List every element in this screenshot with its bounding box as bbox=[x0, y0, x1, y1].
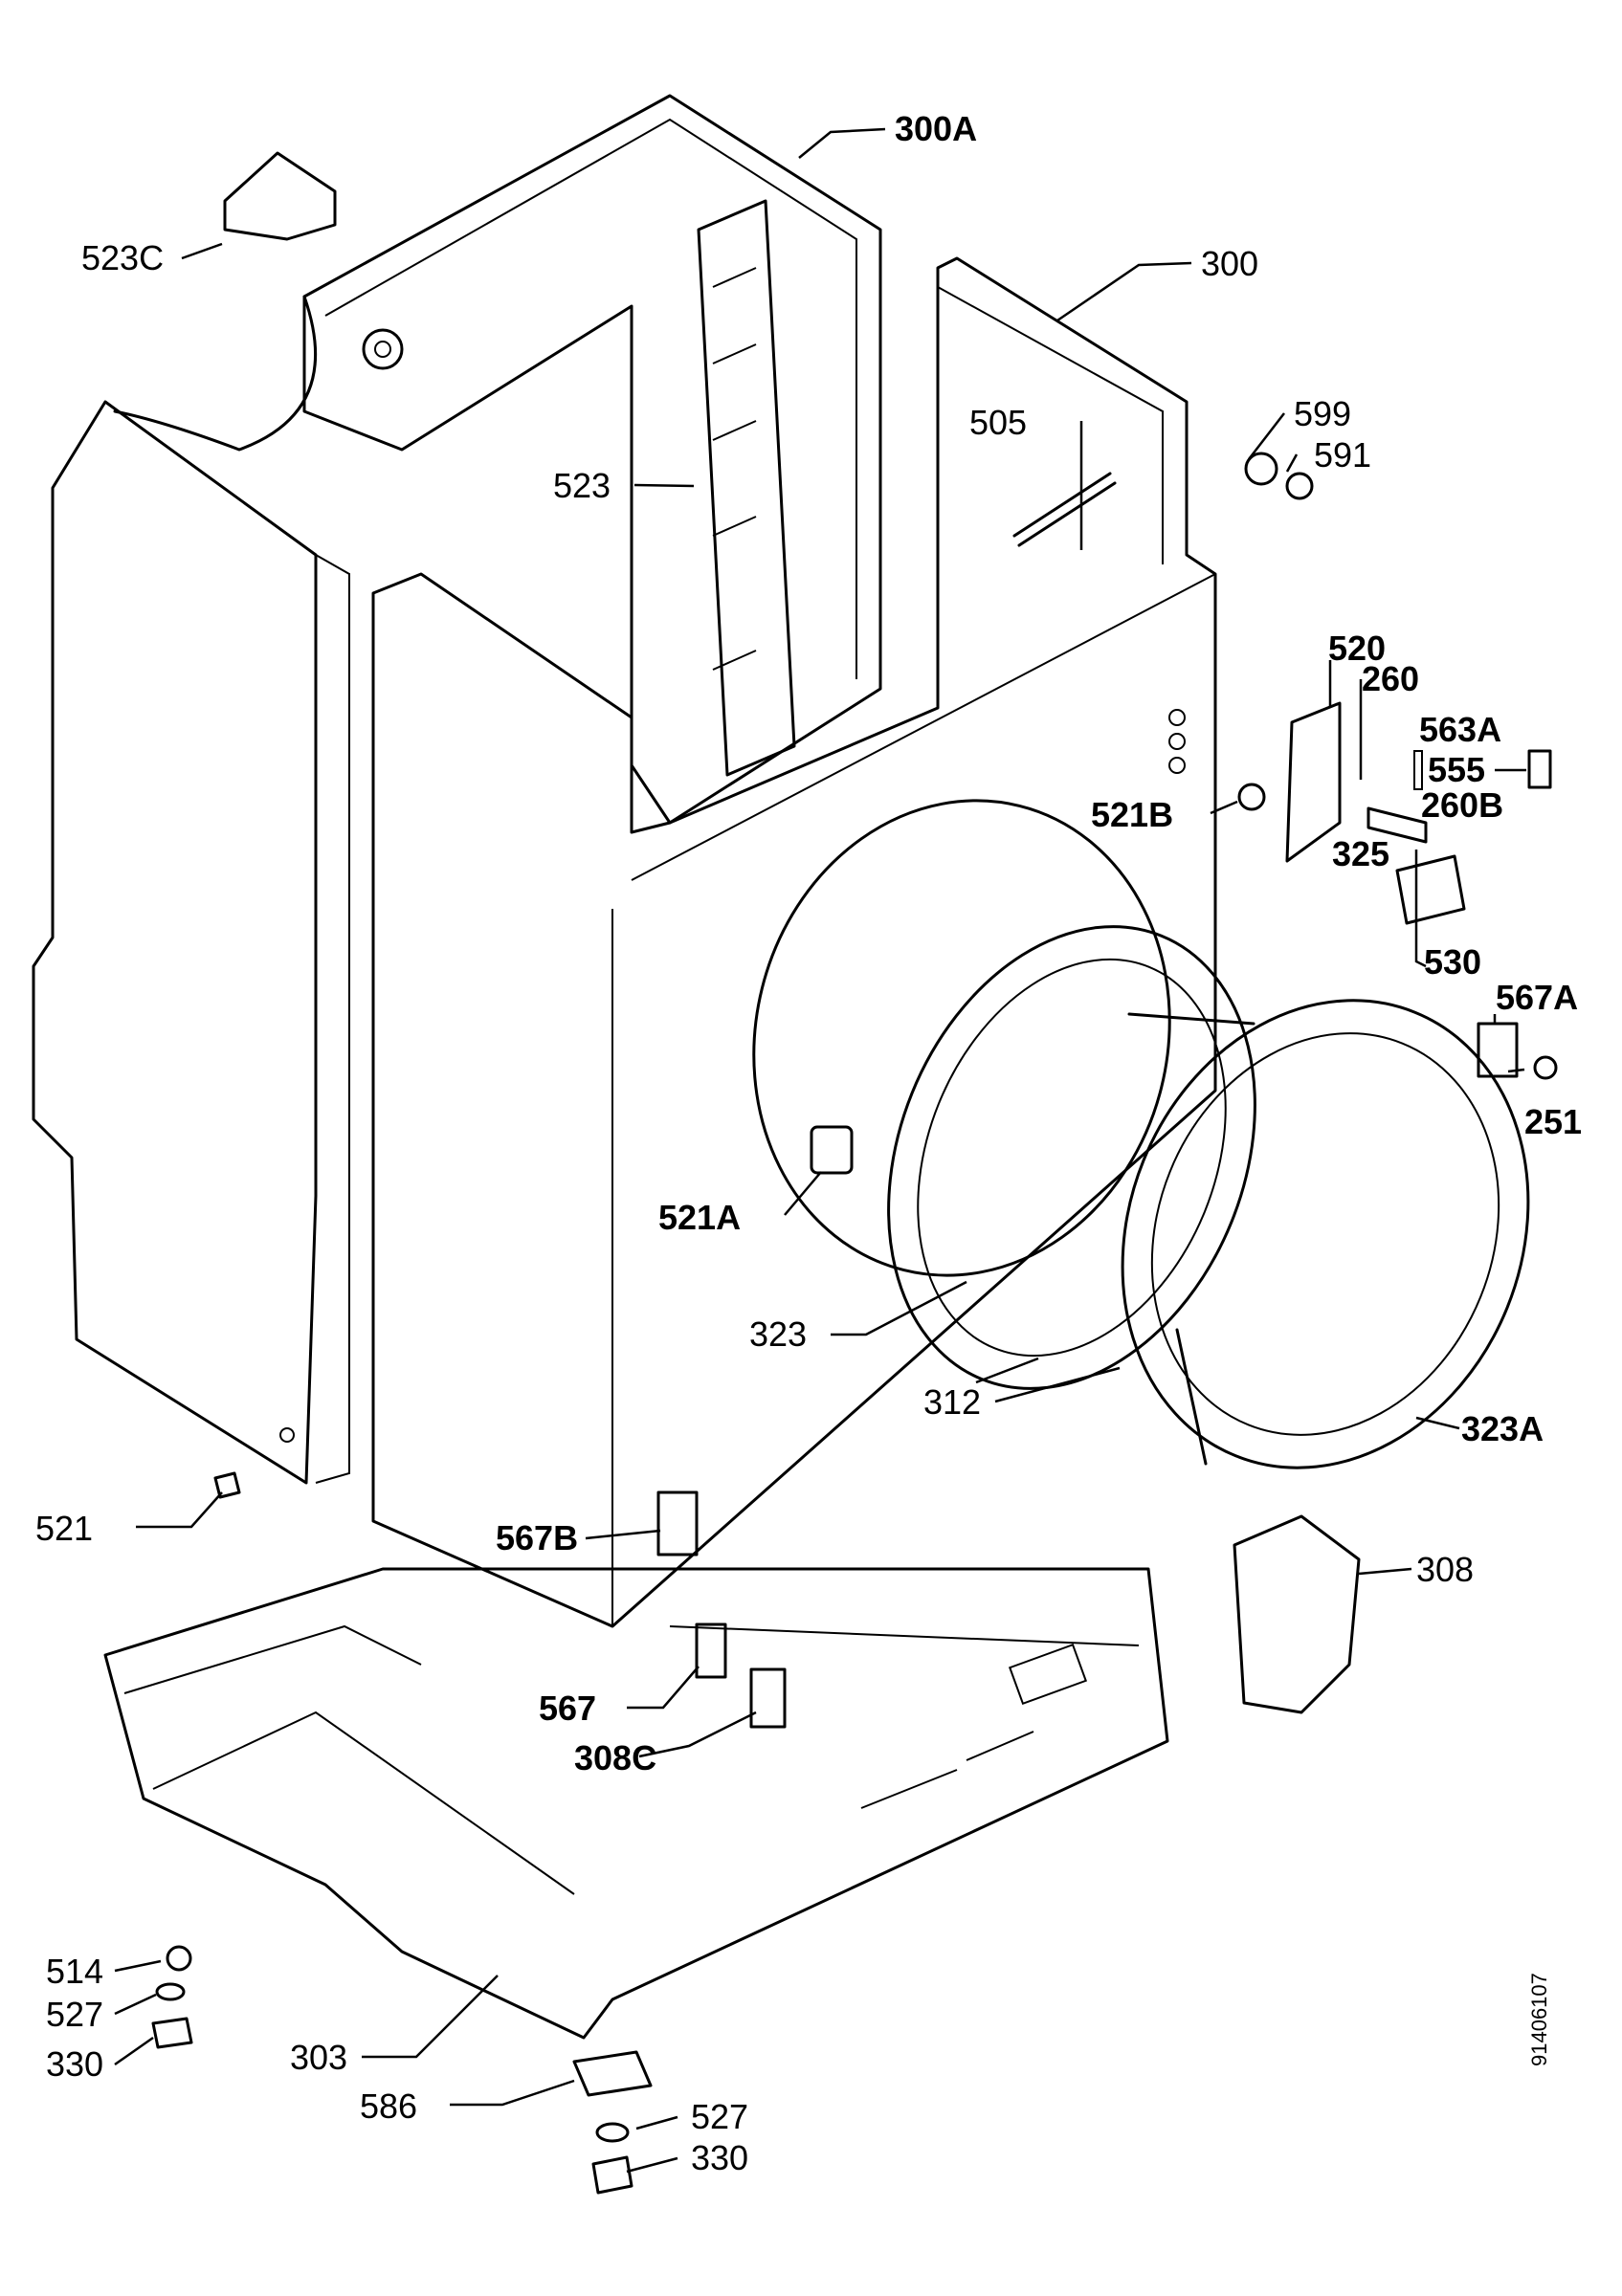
label-527-right: 527 bbox=[691, 2097, 749, 2136]
label-505: 505 bbox=[969, 403, 1028, 442]
label-523: 523 bbox=[553, 466, 611, 505]
label-312: 312 bbox=[923, 1382, 982, 1422]
label-567B: 567B bbox=[496, 1518, 579, 1557]
label-260: 260 bbox=[1362, 659, 1420, 698]
label-323A: 323A bbox=[1461, 1409, 1544, 1448]
label-567: 567 bbox=[539, 1689, 597, 1728]
label-260B: 260B bbox=[1421, 785, 1504, 825]
label-308C: 308C bbox=[574, 1738, 657, 1777]
document-number: 91406107 bbox=[1527, 1973, 1551, 2066]
label-591: 591 bbox=[1314, 435, 1372, 475]
label-514: 514 bbox=[46, 1952, 104, 1991]
small-parts bbox=[151, 151, 1558, 2195]
label-330-left: 330 bbox=[46, 2044, 104, 2084]
label-303: 303 bbox=[290, 2038, 348, 2077]
label-586: 586 bbox=[360, 2086, 418, 2126]
cabinet-rear-panel bbox=[113, 94, 882, 825]
label-521A: 521A bbox=[658, 1198, 742, 1237]
label-567A: 567A bbox=[1496, 978, 1579, 1017]
label-300A: 300A bbox=[895, 109, 978, 148]
cabinet-front-panel bbox=[371, 256, 1217, 1628]
label-527-left: 527 bbox=[46, 1995, 104, 2034]
label-563A: 563A bbox=[1419, 710, 1502, 749]
leader-lines bbox=[114, 127, 1526, 2174]
label-325: 325 bbox=[1332, 834, 1390, 873]
cabinet-left-panel bbox=[32, 400, 350, 1485]
label-523C: 523C bbox=[81, 238, 165, 277]
label-300: 300 bbox=[1201, 244, 1259, 283]
label-323: 323 bbox=[749, 1314, 808, 1354]
label-520: 520 bbox=[1328, 629, 1387, 668]
inner-bracket-strip bbox=[697, 199, 796, 777]
label-521B: 521B bbox=[1091, 795, 1174, 834]
label-599: 599 bbox=[1294, 394, 1352, 433]
label-330-right: 330 bbox=[691, 2138, 749, 2177]
label-251: 251 bbox=[1524, 1102, 1583, 1141]
label-530: 530 bbox=[1424, 942, 1482, 982]
label-308: 308 bbox=[1416, 1550, 1475, 1589]
label-521: 521 bbox=[35, 1509, 94, 1548]
label-555: 555 bbox=[1428, 750, 1486, 789]
drum-assembly bbox=[887, 925, 1530, 1469]
base-frame bbox=[103, 1567, 1169, 2040]
